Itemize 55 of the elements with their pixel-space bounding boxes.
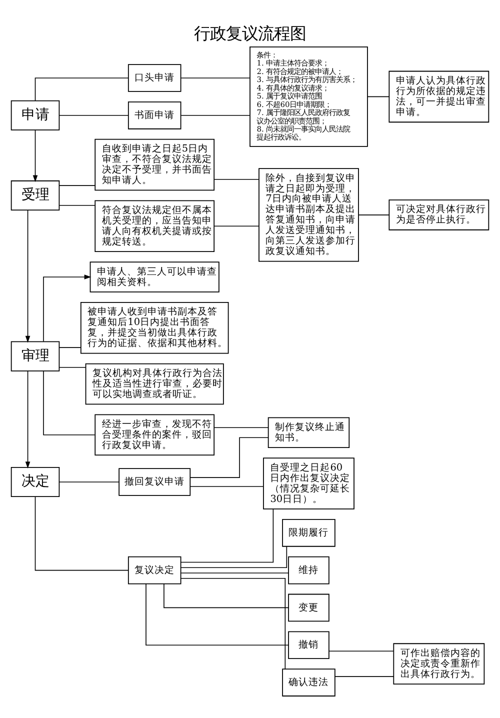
node-box: 变更 xyxy=(288,593,330,622)
node-box: 符合复议法规定但不属本机关受理的，应当告知申请人向有权机关提请或按规定转送。 xyxy=(94,200,215,252)
node-box: 书面申请 xyxy=(128,100,182,129)
node-box: 自受理之日起60日内作出复议决定（情况复杂可延长30日日）。 xyxy=(263,457,354,509)
connector xyxy=(214,178,260,180)
connector xyxy=(59,346,82,348)
connector xyxy=(367,96,390,97)
node-box: 申请人、第三人可以申请查阅相关资料。 xyxy=(90,261,220,292)
arrow xyxy=(32,129,38,182)
connector xyxy=(164,582,289,608)
connector xyxy=(180,577,286,669)
connector xyxy=(180,508,274,562)
node-box: 审理 xyxy=(10,340,60,371)
node-box: 口头申请 xyxy=(128,64,182,92)
connector xyxy=(146,583,289,646)
node-box: 限期履行 xyxy=(282,518,336,546)
node-box: 制作复议终止通知书。 xyxy=(268,416,350,448)
node-box: 撤回复议申请 xyxy=(118,468,191,496)
connector xyxy=(180,546,288,568)
node-box: 维持 xyxy=(288,556,330,584)
node-box: 撤销 xyxy=(288,630,330,659)
diagram-title: 行政复议流程图 xyxy=(194,24,306,43)
node-box: 申请 xyxy=(10,100,60,130)
connector xyxy=(59,184,96,186)
connector xyxy=(358,214,390,215)
connector xyxy=(43,370,96,435)
connector xyxy=(180,572,289,573)
connector xyxy=(59,204,96,206)
connector xyxy=(59,114,129,116)
node-box: 受理 xyxy=(10,180,60,210)
node-box: 被申请人收到申请书副本及答复通知后10日内提出书面答复，并提交当初做出具体行政行为的证据、依据和其他材料。 xyxy=(80,302,229,354)
node-box: 复议机构对具体行政行为合法性及适当性进行审查，必要时可以实地调查或者听证。 xyxy=(85,362,224,404)
arrow xyxy=(43,274,92,342)
node-box: 可作出赔偿内容的决定或责令重新作出具体行政行为。 xyxy=(393,642,485,684)
connector xyxy=(59,366,86,368)
connector xyxy=(34,77,129,101)
connector xyxy=(34,496,129,570)
node-box: 可决定对具体行政行为是否停止执行。 xyxy=(388,199,490,230)
connector xyxy=(328,650,394,652)
connector xyxy=(180,114,250,116)
node-box: 自收到申请之日起5日内审查，不符合复议法规定决定不予受理，并书面告知申请人。 xyxy=(94,138,215,190)
connector xyxy=(214,225,260,226)
arrow xyxy=(25,370,30,468)
node-box: 复议决定 xyxy=(128,556,182,584)
node-box: 申请人认为具体行政行为所依据的规定违法，可一并提出审查申请。 xyxy=(388,70,490,122)
node-box: 决定 xyxy=(10,466,60,497)
arrow xyxy=(25,209,30,342)
connector xyxy=(190,436,269,478)
connector xyxy=(214,426,269,428)
connector xyxy=(180,77,250,78)
node-box: 除外，自接到复议申请之日起即为受理，7日内向被申请人送达申请书副本及提出答复通知书，向申请人发送受理通知书，向第三人发送参加行政复议通知书。 xyxy=(258,168,359,262)
node-box: 条件： 1. 申请主体符合要求； 2. 有符合规定的被申请人； 3. 与具体行政行为有厉害关系； 4. 有具体的复议请求； 5. 属于复议申请范围 6. 不超60日申请期限； 7. 属于隆阳区人民政府行政复议办公室的职责范围； 8. 尚未就同一事实向人民法院提起行政诉讼。 xyxy=(250,46,368,146)
node-box: 确认违法 xyxy=(282,668,336,696)
connector xyxy=(59,481,120,482)
node-box: 经进一步审查，发现不符合受理条件的案件，驳回行政复议申请。 xyxy=(94,414,215,456)
